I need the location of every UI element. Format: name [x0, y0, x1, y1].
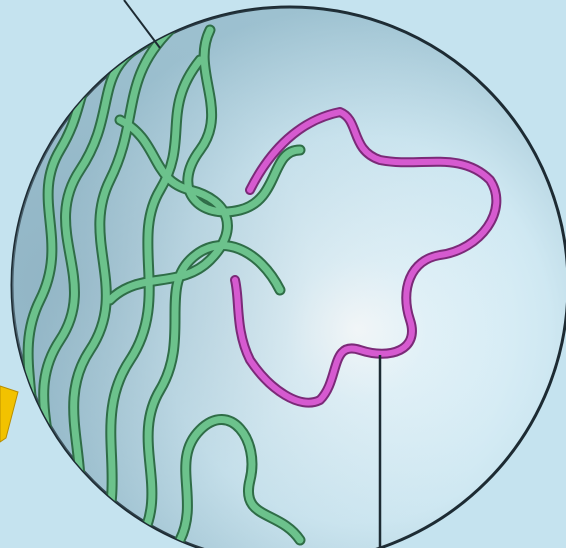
sphere — [12, 7, 566, 548]
